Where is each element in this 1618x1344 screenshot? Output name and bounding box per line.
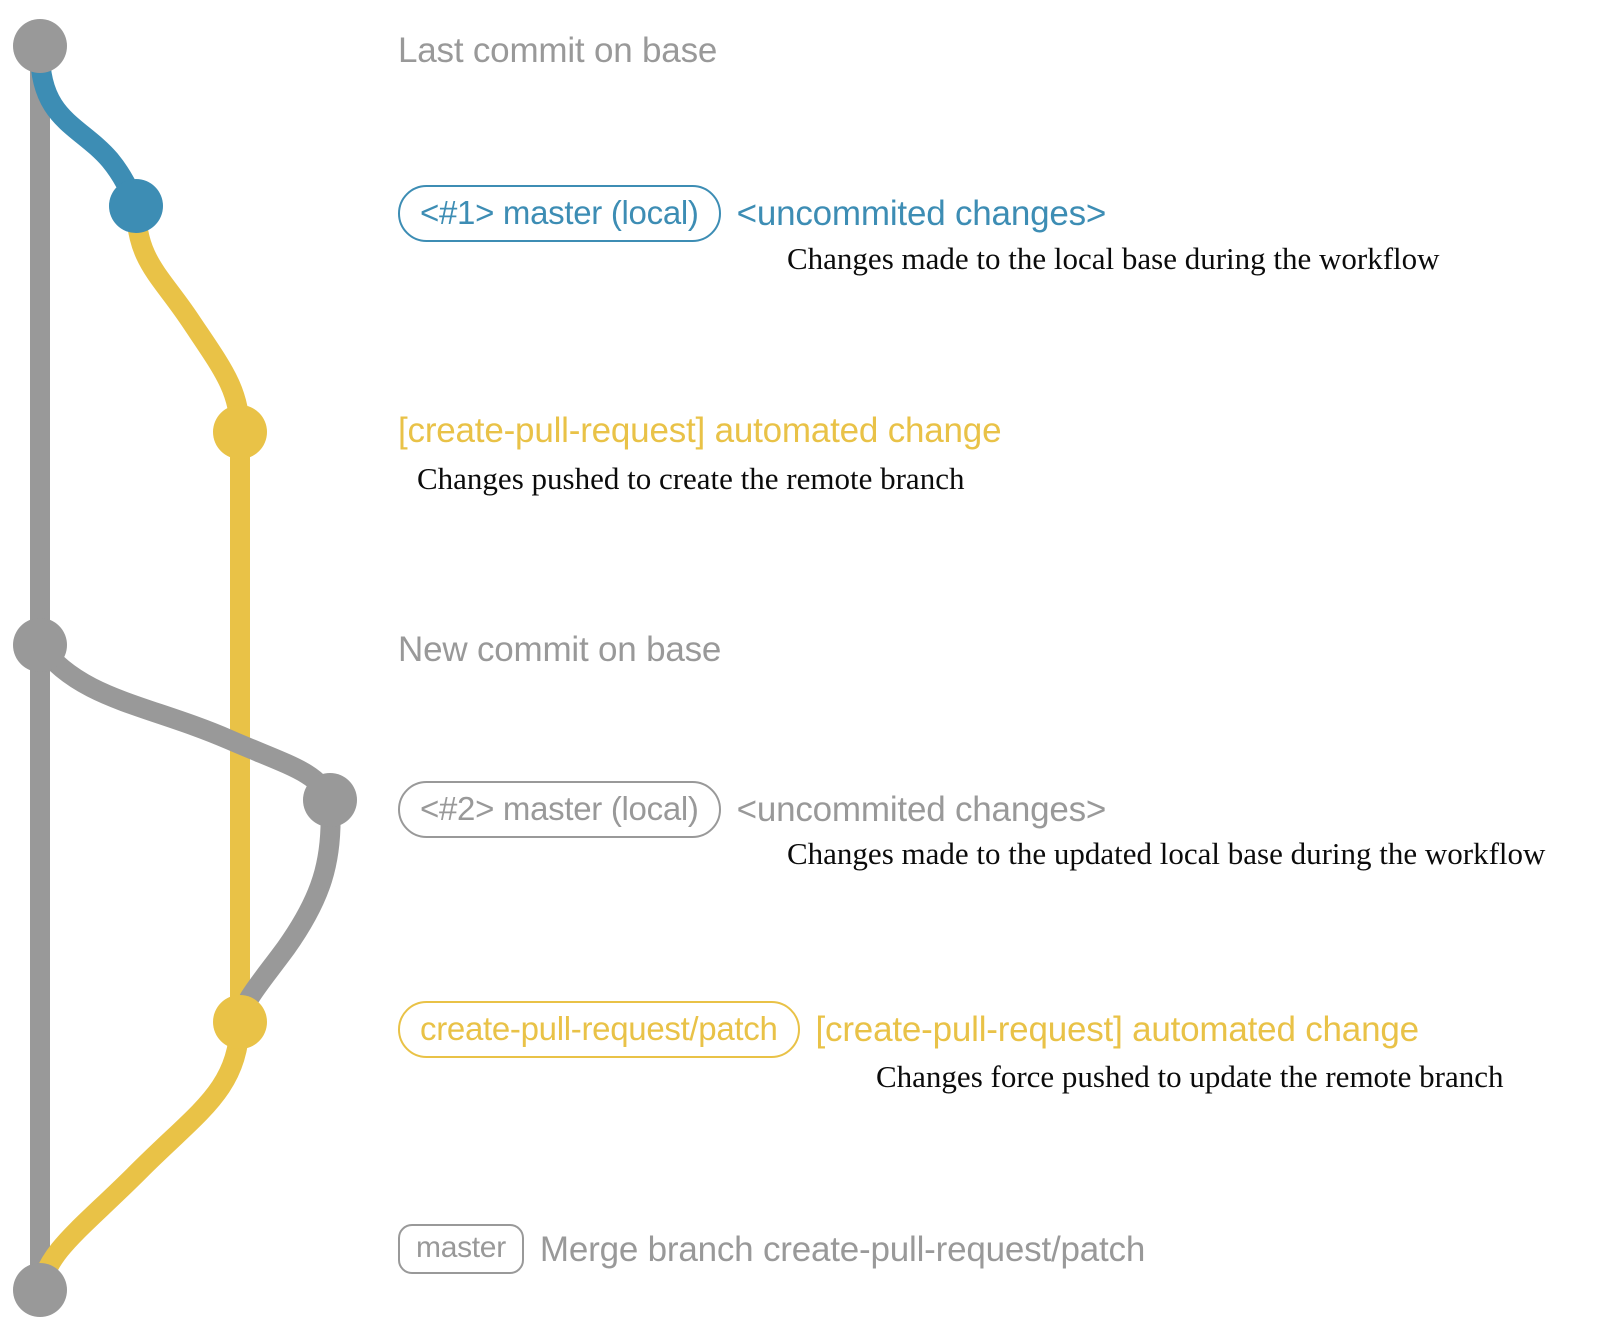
commit-node-merge-master[interactable] [13,1263,67,1317]
commit-node-base-new[interactable] [13,618,67,672]
headline-uncommited-changes-1: <uncommited changes> [736,194,1107,233]
entry-local-commit-2: <#2> master (local) <uncommited changes> [398,781,1106,838]
headline-new-commit-on-base: New commit on base [398,630,722,669]
headline-last-commit-on-base: Last commit on base [398,31,718,70]
description-local-commit-1: Changes made to the local base during th… [787,241,1440,276]
edge-local-2-to-remote-2 [230,790,341,1032]
branch-badge-master[interactable]: master [398,1224,524,1274]
commit-node-remote-1[interactable] [213,405,267,459]
entry-local-commit-1: <#1> master (local) <uncommited changes> [398,185,1106,242]
headline-merge-branch: Merge branch create-pull-request/patch [539,1229,1146,1269]
entry-merge-commit: master Merge branch create-pull-request/… [398,1224,1145,1274]
branch-badge-master-local-1[interactable]: <#1> master (local) [398,185,721,242]
entry-new-commit-on-base: New commit on base [398,632,721,667]
commit-node-local-1[interactable] [109,179,163,233]
headline-automated-change-2: [create-pull-request] automated change [815,1010,1420,1049]
entry-remote-commit-2: create-pull-request/patch [create-pull-r… [398,1001,1419,1058]
edge-base-to-local-1 [30,42,146,216]
edge-remote-2-to-merge [30,1012,250,1300]
commit-node-base-last[interactable] [13,19,67,73]
edge-base-new-to-local-2 [30,635,340,810]
headline-automated-change-1: [create-pull-request] automated change [398,411,1002,450]
commit-node-local-2[interactable] [303,773,357,827]
description-remote-commit-1: Changes pushed to create the remote bran… [417,461,965,496]
commit-node-remote-2[interactable] [213,995,267,1049]
branch-badge-create-pull-request-patch[interactable]: create-pull-request/patch [398,1001,800,1058]
edge-local-1-to-remote-1 [126,196,250,442]
branch-badge-master-local-2[interactable]: <#2> master (local) [398,781,721,838]
description-remote-commit-2: Changes force pushed to update the remot… [876,1059,1504,1094]
entry-remote-commit-1: [create-pull-request] automated change [398,411,1002,450]
entry-last-commit-on-base: Last commit on base [398,33,717,68]
headline-uncommited-changes-2: <uncommited changes> [736,790,1107,829]
description-local-commit-2: Changes made to the updated local base d… [787,836,1546,871]
